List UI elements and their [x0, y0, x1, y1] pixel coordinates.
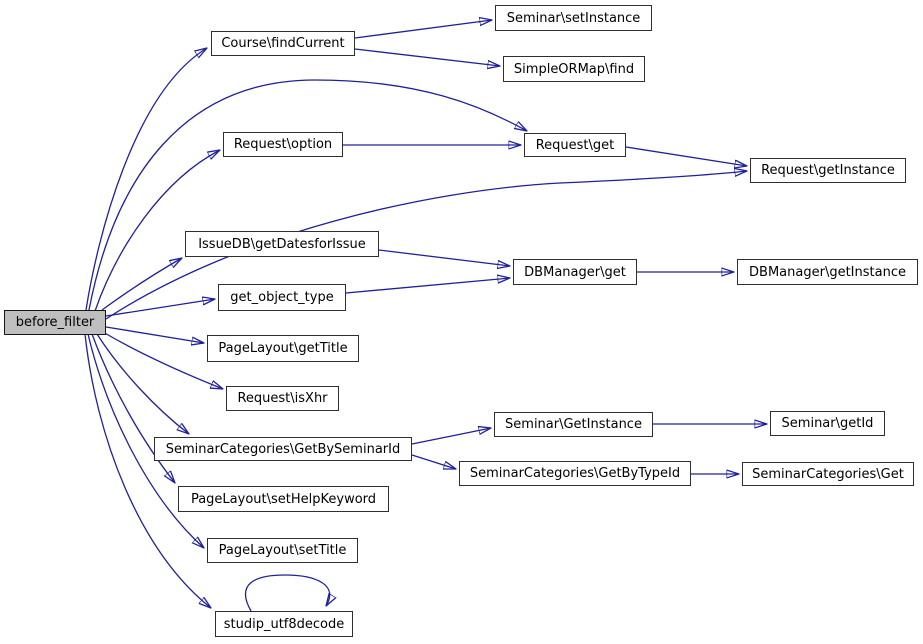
node-seminarcategories-getbyseminarid[interactable]: SeminarCategories\GetBySeminarId — [154, 437, 412, 461]
node-studip-utf8decode[interactable]: studip_utf8decode — [215, 611, 353, 637]
node-request-option[interactable]: Request\option — [223, 132, 343, 157]
node-request-get[interactable]: Request\get — [524, 133, 626, 157]
node-label: IssueDB\getDatesforIssue — [198, 236, 366, 252]
node-dbmanager-get[interactable]: DBManager\get — [513, 259, 637, 285]
node-pagelayout-sethelpkeyword[interactable]: PageLayout\setHelpKeyword — [178, 486, 389, 512]
node-issuedb-getdatesforissue[interactable]: IssueDB\getDatesforIssue — [185, 231, 379, 257]
edge-studip_utf8decode-self-loop — [244, 574, 329, 612]
node-label: Seminar\GetInstance — [505, 417, 642, 432]
node-seminarcategories-getbytypeid[interactable]: SeminarCategories\GetByTypeId — [459, 461, 691, 486]
edge-semcat_get_by_seminar_id-semcat_get_by_type_id — [411, 454, 456, 469]
edge-before_filter-course_find_current — [85, 48, 207, 311]
node-seminarcategories-get[interactable]: SeminarCategories\Get — [742, 462, 914, 486]
node-label: Request\option — [233, 137, 333, 152]
node-request-getinstance[interactable]: Request\getInstance — [750, 158, 906, 183]
node-pagelayout-settitle[interactable]: PageLayout\setTitle — [207, 538, 358, 563]
node-label: PageLayout\getTitle — [218, 341, 348, 356]
edge-issuedb_get_dates_for_issue-dbmanager_get — [378, 249, 510, 266]
node-label: Seminar\setInstance — [506, 10, 641, 26]
node-dbmanager-getinstance[interactable]: DBManager\getInstance — [737, 259, 918, 285]
node-label: studip_utf8decode — [223, 616, 345, 632]
node-course-findcurrent[interactable]: Course\findCurrent — [211, 31, 355, 56]
edge-semcat_get_by_seminar_id-seminar_get_instance — [411, 428, 491, 445]
node-before-filter: before_filter — [4, 310, 106, 335]
node-label: SeminarCategories\GetByTypeId — [469, 466, 681, 481]
node-label: SeminarCategories\Get — [752, 466, 904, 482]
node-seminar-getinstance[interactable]: Seminar\GetInstance — [494, 412, 653, 437]
node-label: DBManager\get — [524, 264, 626, 280]
node-label: get_object_type — [230, 290, 334, 305]
edge-course_find_current-simple_ormap_find — [354, 48, 500, 66]
edge-before_filter-pagelayout_set_title — [87, 333, 204, 548]
edge-before_filter-request_option — [94, 150, 220, 312]
node-pagelayout-gettitle[interactable]: PageLayout\getTitle — [207, 335, 359, 362]
edge-before_filter-semcat_get_by_seminar_id — [96, 333, 189, 434]
node-label: PageLayout\setTitle — [218, 543, 347, 558]
node-simpleormap-find[interactable]: SimpleORMap\find — [503, 56, 645, 82]
edge-request_get-request_get_instance — [625, 146, 747, 166]
edge-course_find_current-seminar_set_instance — [354, 20, 492, 39]
edge-before_filter-request_get — [88, 79, 527, 311]
edge-before_filter-pagelayout_get_title — [105, 326, 204, 343]
node-label: PageLayout\setHelpKeyword — [190, 491, 377, 507]
node-get-object-type[interactable]: get_object_type — [218, 284, 346, 311]
node-label: SimpleORMap\find — [513, 61, 635, 77]
node-label: Request\get — [535, 137, 615, 153]
node-label: Request\getInstance — [761, 163, 895, 178]
node-label: Request\isXhr — [237, 391, 328, 406]
edge-before_filter-get_object_type — [105, 299, 215, 317]
node-label: SeminarCategories\GetBySeminarId — [165, 441, 401, 457]
edge-before_filter-request_get_instance — [105, 171, 747, 320]
edge-get_object_type-dbmanager_get — [345, 278, 510, 294]
node-label: DBManager\getInstance — [749, 264, 906, 280]
edge-before_filter-studip_utf8decode — [84, 333, 211, 608]
node-label: Seminar\getId — [781, 416, 874, 431]
node-seminar-getid[interactable]: Seminar\getId — [770, 411, 885, 436]
edge-before_filter-pagelayout_set_help_keyword — [91, 333, 175, 483]
node-label: before_filter — [15, 315, 95, 330]
node-request-isxhr[interactable]: Request\isXhr — [226, 386, 339, 411]
node-seminar-setinstance[interactable]: Seminar\setInstance — [495, 5, 652, 31]
edge-before_filter-issuedb_get_dates_for_issue — [101, 258, 182, 311]
node-label: Course\findCurrent — [221, 36, 345, 51]
edge-before_filter-request_is_xhr — [102, 331, 223, 389]
